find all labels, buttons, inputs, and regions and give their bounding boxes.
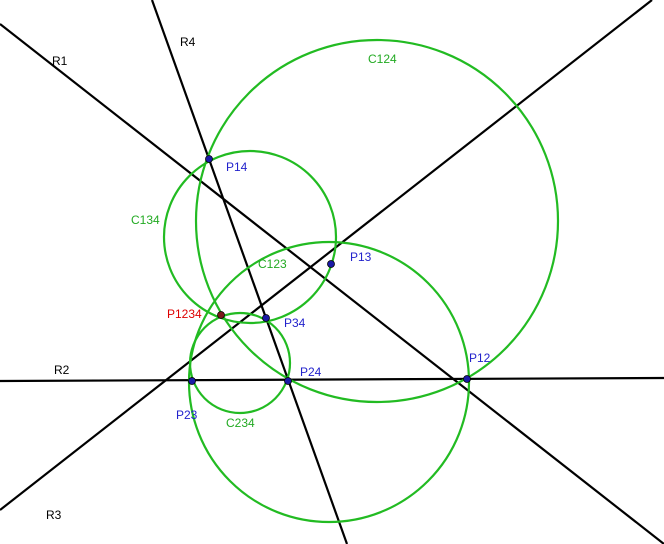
line-r3 [0, 0, 653, 511]
line-r2 [0, 376, 664, 383]
circle-c124 [194, 38, 560, 404]
label-c134: C134 [131, 213, 160, 227]
label-r2: R2 [54, 363, 70, 377]
label-p13: P13 [350, 250, 372, 264]
point-p14 [205, 155, 213, 163]
point-p23 [188, 377, 196, 385]
line-r4 [150, 0, 349, 544]
point-p34 [262, 314, 270, 322]
label-c234: C234 [226, 416, 255, 430]
point-p24 [284, 377, 292, 385]
circle-c134 [162, 149, 338, 325]
label-p1234: P1234 [167, 307, 202, 321]
circle-c234 [188, 311, 292, 415]
label-r4: R4 [180, 35, 196, 49]
point-p1234 [217, 311, 225, 319]
label-r3: R3 [46, 508, 62, 522]
label-p12: P12 [469, 351, 491, 365]
point-p12 [463, 375, 471, 383]
line-r1 [0, 23, 664, 544]
label-r1: R1 [52, 54, 68, 68]
label-c123: C123 [258, 257, 287, 271]
label-p23: P23 [176, 408, 198, 422]
point-p13 [327, 260, 335, 268]
label-p34: P34 [284, 316, 306, 330]
label-c124: C124 [368, 52, 397, 66]
label-p14: P14 [226, 160, 248, 174]
circle-c123 [187, 240, 471, 524]
label-p24: P24 [300, 365, 322, 379]
